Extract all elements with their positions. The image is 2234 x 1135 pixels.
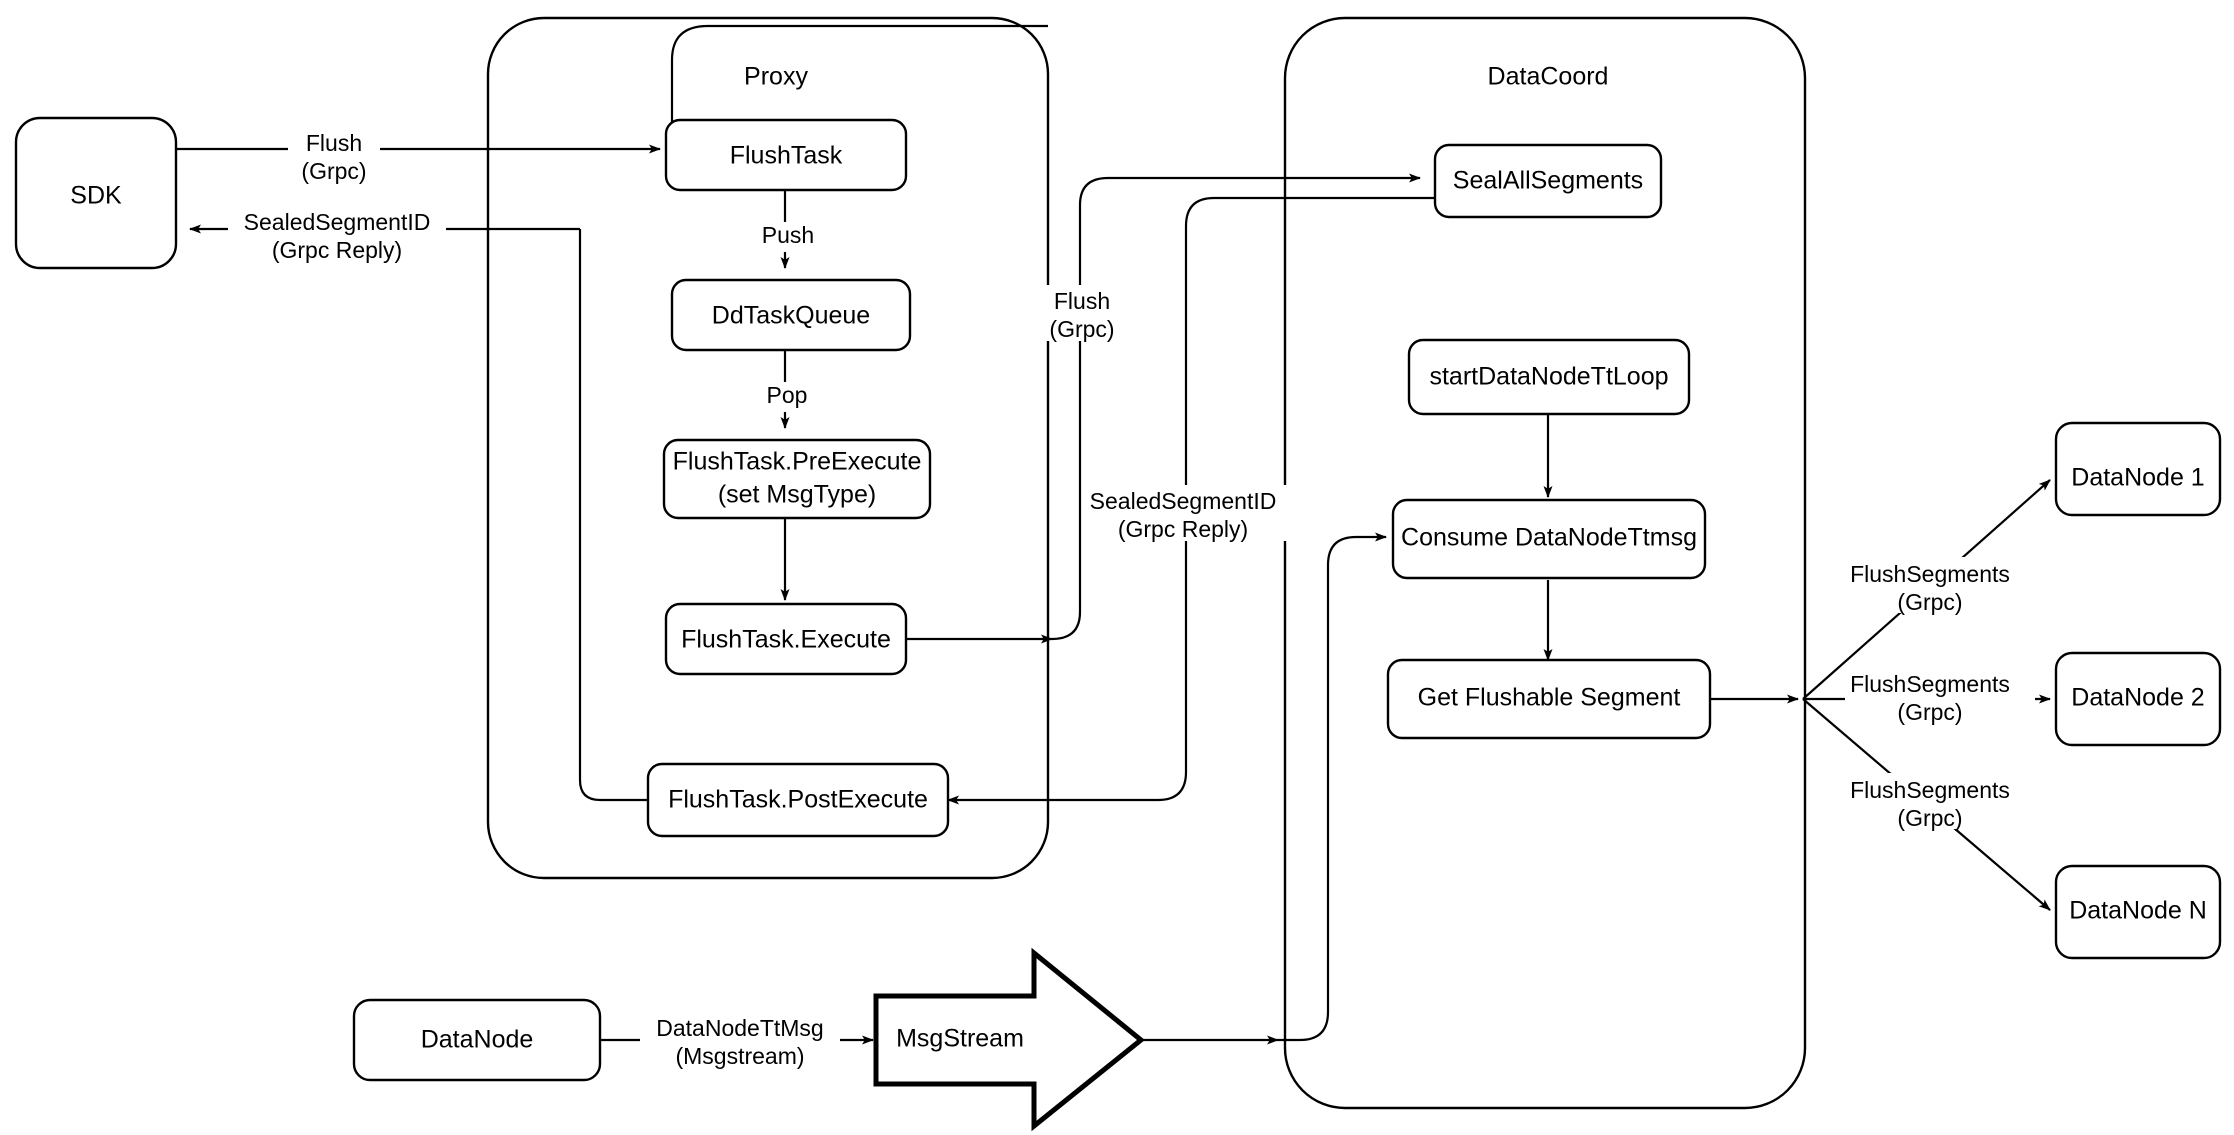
- push-label: Push: [762, 222, 814, 248]
- msgstream-arrow-shape[interactable]: [873, 947, 1145, 1132]
- datanode-1-box[interactable]: [2054, 421, 2222, 517]
- edge-datacoord-rail-to-consume: [1278, 532, 1387, 1042]
- datanode-tt-msg-label-line1: DataNodeTtMsg: [656, 1015, 823, 1041]
- label-bg: [744, 382, 830, 412]
- proxy-to-datacoord-label-line2: (Grpc): [1049, 316, 1114, 342]
- label-bg: [640, 1013, 840, 1069]
- seal-all-segments-label: SealAllSegments: [1453, 167, 1643, 195]
- node-msgstream[interactable]: MsgStream: [873, 947, 1145, 1132]
- node-flush-task-postexecute[interactable]: FlushTask.PostExecute: [646, 762, 950, 838]
- seal-all-segments-box[interactable]: [1433, 143, 1663, 219]
- node-dd-task-queue[interactable]: DdTaskQueue: [670, 278, 912, 352]
- datanode-n-label: DataNode N: [2069, 897, 2207, 925]
- sdk-to-proxy-label-line1: Flush: [306, 130, 362, 156]
- flush-segments-1-label-line1: FlushSegments: [1850, 561, 2010, 587]
- node-flush-task[interactable]: FlushTask: [664, 118, 908, 192]
- dd-task-queue-box[interactable]: [670, 278, 912, 352]
- proxy-to-datacoord-label-line1: Flush: [1054, 288, 1110, 314]
- edge-flush-grpc-to-sealallsegments: [1051, 173, 1421, 641]
- start-datanode-tt-loop-box[interactable]: [1407, 338, 1691, 416]
- consume-datanode-ttmsg-box[interactable]: [1391, 498, 1707, 580]
- flush-task-box[interactable]: [664, 118, 908, 192]
- label-bg: [288, 128, 380, 184]
- consume-datanode-ttmsg-label: Consume DataNodeTtmsg: [1401, 524, 1697, 552]
- flush-segments-n-label-line2: (Grpc): [1897, 805, 1962, 831]
- label-bg: [228, 207, 446, 263]
- msgstream-label: MsgStream: [896, 1025, 1024, 1053]
- get-flushable-segment-label: Get Flushable Segment: [1418, 684, 1681, 712]
- label-bg: [1082, 485, 1302, 541]
- datanode-1-label: DataNode 1: [2071, 464, 2204, 492]
- edge-label-push: Push: [740, 222, 836, 252]
- flush-segments-n-label-line1: FlushSegments: [1850, 777, 2010, 803]
- flush-task-label: FlushTask: [730, 142, 843, 170]
- flush-task-execute-box[interactable]: [664, 602, 908, 676]
- label-bg: [1845, 557, 2035, 613]
- get-flushable-segment-box[interactable]: [1386, 658, 1712, 740]
- datanode-2-box[interactable]: [2054, 651, 2222, 747]
- flush-task-preexecute-box[interactable]: [662, 438, 932, 520]
- node-consume-datanode-ttmsg[interactable]: Consume DataNodeTtmsg: [1391, 498, 1707, 580]
- edge-proxy-top-rail: [670, 24, 1048, 149]
- node-start-datanode-tt-loop[interactable]: startDataNodeTtLoop: [1407, 338, 1691, 416]
- node-datanode-n[interactable]: DataNode N: [2054, 864, 2222, 960]
- node-seal-all-segments[interactable]: SealAllSegments: [1433, 143, 1663, 219]
- pop-label: Pop: [767, 382, 808, 408]
- datanode-bottom-label: DataNode: [421, 1026, 534, 1054]
- start-datanode-tt-loop-label: startDataNodeTtLoop: [1429, 363, 1668, 391]
- proxy-to-sdk-label-line1: SealedSegmentID: [244, 209, 431, 235]
- edge-label-pop: Pop: [744, 382, 830, 412]
- node-datanode-1[interactable]: DataNode 1: [2054, 421, 2222, 517]
- edge-label-datacoord-to-proxy: SealedSegmentID (Grpc Reply): [1082, 485, 1302, 542]
- node-flush-task-preexecute[interactable]: FlushTask.PreExecute (set MsgType): [662, 438, 932, 520]
- node-datanode-2[interactable]: DataNode 2: [2054, 651, 2222, 747]
- flush-task-preexecute-label-line2: (set MsgType): [718, 481, 876, 509]
- datanode-bottom-box[interactable]: [352, 998, 602, 1082]
- flush-task-postexecute-box[interactable]: [646, 762, 950, 838]
- datacoord-container-label: DataCoord: [1488, 63, 1609, 91]
- dd-task-queue-label: DdTaskQueue: [712, 302, 870, 330]
- label-bg: [1845, 667, 2035, 723]
- datanode-tt-msg-label-line2: (Msgstream): [675, 1043, 804, 1069]
- sdk-box[interactable]: [14, 116, 178, 270]
- proxy-to-sdk-label-line2: (Grpc Reply): [272, 237, 402, 263]
- datacoord-to-proxy-label-line2: (Grpc Reply): [1118, 516, 1248, 542]
- edge-label-sdk-to-proxy: Flush (Grpc): [288, 128, 380, 184]
- edge-label-flush-segments-n: FlushSegments (Grpc): [1845, 773, 2035, 831]
- node-datanode-bottom[interactable]: DataNode: [352, 998, 602, 1082]
- edge-label-proxy-to-datacoord: Flush (Grpc): [1037, 285, 1133, 342]
- edge-label-proxy-to-sdk: SealedSegmentID (Grpc Reply): [228, 207, 446, 263]
- datanode-2-label: DataNode 2: [2071, 684, 2204, 712]
- node-get-flushable-segment[interactable]: Get Flushable Segment: [1386, 658, 1712, 740]
- edge-label-datanode-tt-msg: DataNodeTtMsg (Msgstream): [640, 1013, 840, 1069]
- datanode-n-box[interactable]: [2054, 864, 2222, 960]
- label-bg: [740, 222, 836, 252]
- edge-label-flush-segments-2: FlushSegments (Grpc): [1845, 667, 2035, 725]
- flush-segments-2-label-line1: FlushSegments: [1850, 671, 2010, 697]
- flush-task-preexecute-label-line1: FlushTask.PreExecute: [673, 448, 922, 476]
- flush-task-postexecute-label: FlushTask.PostExecute: [668, 786, 928, 814]
- flush-segments-1-label-line2: (Grpc): [1897, 589, 1962, 615]
- proxy-container-label: Proxy: [744, 63, 808, 91]
- edge-postexecute-to-reply-rail: [578, 229, 648, 802]
- sdk-to-proxy-label-line2: (Grpc): [301, 158, 366, 184]
- flush-task-execute-label: FlushTask.Execute: [681, 626, 891, 654]
- edge-label-flush-segments-1: FlushSegments (Grpc): [1845, 557, 2035, 615]
- flush-segments-2-label-line2: (Grpc): [1897, 699, 1962, 725]
- sdk-label: SDK: [70, 182, 122, 210]
- label-bg: [1037, 285, 1133, 341]
- node-sdk[interactable]: SDK: [14, 116, 178, 270]
- label-bg: [1845, 773, 2035, 829]
- datacoord-to-proxy-label-line1: SealedSegmentID: [1090, 488, 1277, 514]
- node-flush-task-execute[interactable]: FlushTask.Execute: [664, 602, 908, 676]
